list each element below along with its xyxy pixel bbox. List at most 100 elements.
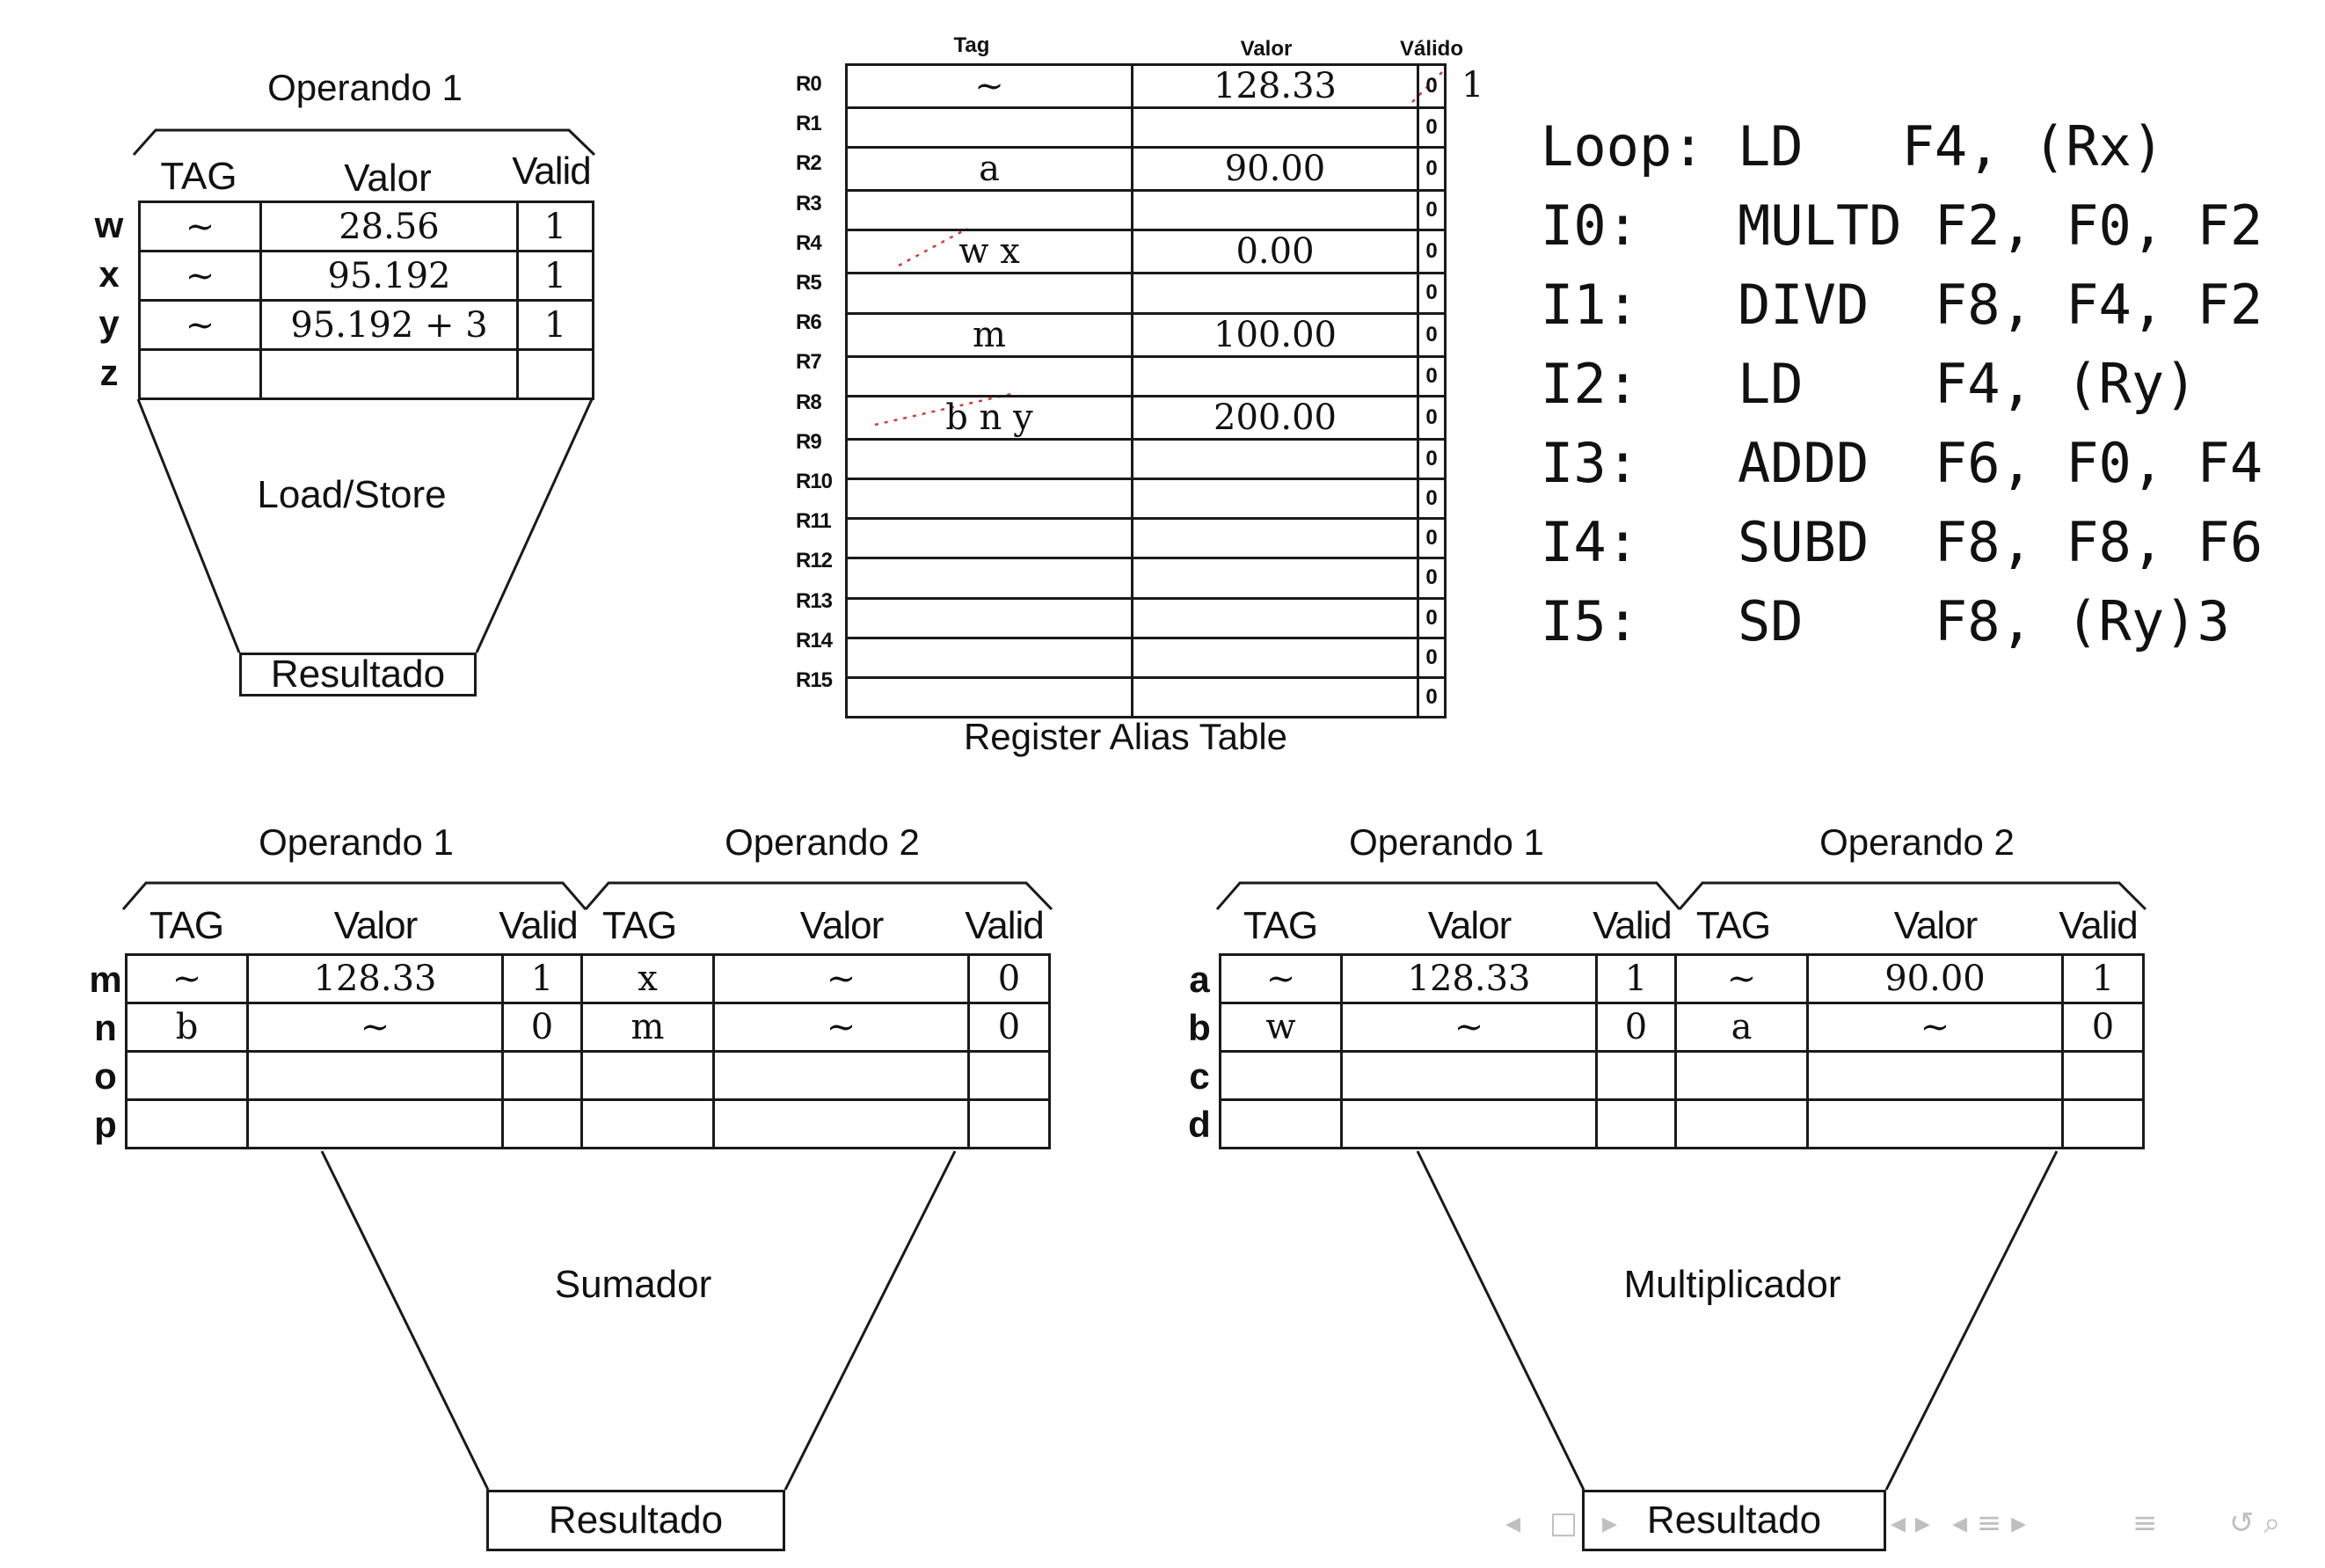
nav-prev-icon[interactable]: ◂	[1505, 1506, 1521, 1541]
multiplier-op1-bracket	[1215, 881, 1681, 910]
multiplier-tag-cell	[1674, 1098, 1809, 1149]
adder-op1-col-tag-header: TAG	[149, 904, 224, 947]
adder-op2-title: Operando 2	[725, 821, 920, 863]
rat-valor-cell: 0.00	[1131, 229, 1419, 275]
instruction-line: I1: DIVD F8, F4, F2	[1541, 273, 2263, 337]
loadstore-col-tag-header: TAG	[160, 155, 237, 198]
rat-register-label: R6	[796, 310, 822, 335]
multiplier-valid-cell: 1	[2061, 953, 2145, 1004]
rat-r0-valid-note: 1	[1461, 65, 1484, 106]
loadstore-col-valor-header: Valor	[344, 157, 432, 200]
rat-valid-cell: 0	[1417, 63, 1447, 109]
adder-tag-cell: ~	[125, 953, 249, 1004]
multiplier-tag-cell: ~	[1219, 953, 1343, 1004]
multiplier-tag-cell	[1219, 1098, 1343, 1149]
rat-register-label: R5	[796, 271, 822, 295]
loadstore-unit-label: Load/Store	[257, 473, 447, 516]
loadstore-funnel	[136, 398, 594, 653]
adder-valid-cell	[501, 1098, 583, 1149]
multiplier-valid-cell	[2061, 1050, 2145, 1101]
multiplier-op2-col-valor-header: Valor	[1893, 904, 1978, 947]
loadstore-operand-title: Operando 1	[267, 67, 463, 108]
rat-tag-cell	[845, 675, 1133, 719]
rat-tag-cell: ~	[845, 63, 1133, 109]
multiplier-valor-cell	[1340, 1098, 1598, 1149]
nav-frame-icon[interactable]: □	[1549, 1506, 1578, 1541]
rat-valor-cell	[1131, 437, 1419, 480]
adder-valor-cell: 128.33	[246, 953, 504, 1004]
multiplier-op2-title: Operando 2	[1819, 821, 2015, 863]
rat-tag-cell	[845, 354, 1133, 397]
rat-row: 0	[845, 189, 1447, 232]
rat-valid-cell: 0	[1417, 272, 1447, 315]
rat-register-label: R10	[796, 470, 833, 493]
rat-valid-cell: 0	[1417, 675, 1447, 719]
loadstore-valor-cell: 95.192 + 3	[259, 299, 519, 351]
adder-op1-col-valid-header: Valid	[499, 904, 579, 947]
multiplier-op1-col-valid-header: Valid	[1593, 904, 1673, 947]
loadstore-row	[138, 348, 594, 400]
rat-valor-cell	[1131, 517, 1419, 560]
multiplier-op1-col-tag-header: TAG	[1243, 904, 1318, 947]
loadstore-valid-cell: 1	[516, 250, 594, 302]
rat-tag-cell	[845, 106, 1133, 150]
multiplier-row-label: d	[1188, 1104, 1211, 1145]
rat-register-label: R3	[796, 191, 822, 215]
multiplier-row-label: b	[1188, 1007, 1211, 1048]
rat-valor-cell	[1131, 354, 1419, 397]
rat-valor-cell	[1131, 675, 1419, 719]
adder-unit-label: Sumador	[554, 1263, 712, 1306]
rat-valid-cell: 0	[1417, 189, 1447, 232]
rat-register-label: R1	[796, 112, 822, 136]
rat-tag-cell	[845, 596, 1133, 639]
rat-col-valor-header: Valor	[1240, 37, 1293, 61]
rat-title: Register Alias Table	[963, 716, 1288, 757]
rat-tag-cell	[845, 189, 1133, 232]
rat-row: 0	[845, 675, 1447, 719]
adder-tag-cell	[580, 1098, 715, 1149]
adder-row	[125, 1050, 1051, 1101]
multiplier-valid-cell: 0	[2061, 1002, 2145, 1053]
multiplier-op1-col-valor-header: Valor	[1427, 904, 1512, 947]
rat-row: 0	[845, 106, 1447, 150]
rat-valor-cell	[1131, 636, 1419, 679]
loadstore-tag-cell: ~	[138, 250, 262, 302]
adder-valid-cell	[967, 1098, 1051, 1149]
rat-valid-cell: 0	[1417, 636, 1447, 679]
rat-valor-cell: 100.00	[1131, 311, 1419, 358]
nav-menu-icon[interactable]: ≡	[2132, 1506, 2158, 1541]
nav-section-prev-icon[interactable]: ◂ ▸	[1891, 1506, 1930, 1541]
multiplier-valid-cell: 1	[1595, 953, 1677, 1004]
rat-row: 0	[845, 596, 1447, 639]
multiplier-result-box: Resultado	[1582, 1490, 1886, 1551]
multiplier-valid-cell	[2061, 1098, 2145, 1149]
nav-subsection-icon[interactable]: ◂ ≡ ▸	[1952, 1506, 2027, 1541]
multiplier-unit-label: Multiplicador	[1623, 1263, 1841, 1306]
adder-op2-bracket	[584, 881, 1053, 911]
adder-valid-cell: 0	[501, 1002, 583, 1053]
adder-valor-cell	[246, 1098, 504, 1149]
loadstore-result-box: Resultado	[239, 653, 477, 696]
rat-valor-cell: 200.00	[1131, 394, 1419, 441]
rat-valor-cell	[1131, 189, 1419, 232]
multiplier-valor-cell: ~	[1340, 1002, 1598, 1053]
nav-search-icon[interactable]: ↺ ⌕	[2229, 1506, 2281, 1541]
adder-op1-col-valor-header: Valor	[333, 904, 418, 947]
adder-op2-col-valid-header: Valid	[965, 904, 1045, 947]
adder-valor-cell: ~	[712, 1002, 970, 1053]
adder-tag-cell	[125, 1098, 249, 1149]
multiplier-funnel	[1416, 1150, 2059, 1491]
rat-register-label: R12	[796, 549, 833, 573]
nav-next-icon[interactable]: ▸	[1602, 1506, 1618, 1541]
rat-valid-cell: 0	[1417, 354, 1447, 397]
multiplier-valid-cell	[1595, 1098, 1677, 1149]
rat-register-label: R13	[796, 588, 833, 613]
loadstore-row-label: z	[99, 352, 119, 393]
